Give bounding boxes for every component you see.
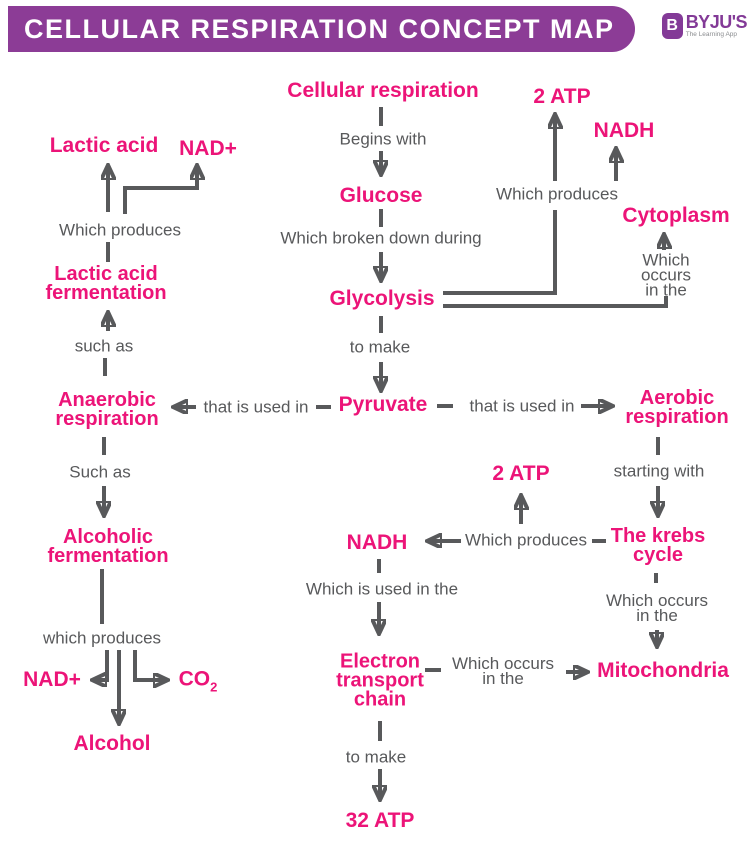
node-glucose: Glucose bbox=[339, 184, 423, 207]
node-2atp-top: 2 ATP bbox=[533, 85, 591, 108]
edge-glycolysis-produces-elbow bbox=[443, 210, 557, 295]
node-cellular-respiration: Cellular respiration bbox=[287, 79, 479, 102]
label-which-occurs-cytoplasm: Which occurs in the bbox=[640, 250, 692, 300]
byjus-logo: B BYJU'S The Learning App bbox=[661, 12, 748, 39]
label-which-occurs-krebs: Which occurs in the bbox=[605, 591, 709, 625]
edge-produces-co2-arrow bbox=[133, 650, 165, 680]
node-cytoplasm: Cytoplasm bbox=[622, 204, 730, 227]
node-lactic-acid-fermentation: Lactic acid fermentation bbox=[45, 263, 167, 304]
co2-base: CO bbox=[178, 667, 211, 691]
node-glycolysis: Glycolysis bbox=[329, 287, 435, 310]
node-krebs-cycle: The krebs cycle bbox=[610, 525, 706, 566]
node-32atp: 32 ATP bbox=[345, 809, 415, 832]
label-which-produces-krebs: Which produces bbox=[465, 530, 587, 550]
node-anaerobic-respiration: Anaerobic respiration bbox=[55, 389, 159, 430]
byjus-logo-name: BYJU'S bbox=[685, 12, 748, 32]
label-which-produces-top-right: Which produces bbox=[496, 184, 618, 204]
node-alcohol: Alcohol bbox=[73, 732, 151, 755]
node-nad-plus-bottom: NAD+ bbox=[23, 668, 81, 691]
node-lactic-acid: Lactic acid bbox=[49, 134, 159, 157]
node-nad-plus-top: NAD+ bbox=[179, 137, 237, 160]
node-alcoholic-fermentation: Alcoholic fermentation bbox=[47, 526, 169, 567]
node-co2: CO2 bbox=[179, 668, 218, 695]
node-2atp-mid: 2 ATP bbox=[492, 462, 550, 485]
node-nadh-top: NADH bbox=[593, 119, 655, 142]
label-which-is-used-in-the: Which is used in the bbox=[305, 579, 459, 599]
edge-glycolysis-cytoplasm-elbow bbox=[443, 296, 668, 308]
node-nadh-mid: NADH bbox=[346, 531, 408, 554]
header-banner: CELLULAR RESPIRATION CONCEPT MAP bbox=[8, 6, 635, 52]
page-title: CELLULAR RESPIRATION CONCEPT MAP bbox=[24, 13, 615, 44]
label-which-occurs-etc: Which occurs in the bbox=[451, 654, 555, 688]
byjus-logo-tagline: The Learning App bbox=[685, 31, 738, 38]
byjus-logo-letter: B bbox=[666, 17, 678, 34]
label-begins-with: Begins with bbox=[339, 129, 427, 149]
label-that-is-used-in-right: that is used in bbox=[469, 396, 575, 416]
edge-produces-nadplus-bottom-arrow bbox=[95, 650, 109, 680]
label-such-as-to-alcoholic: Such as bbox=[69, 462, 131, 482]
label-starting-with: starting with bbox=[613, 461, 705, 481]
label-which-produces-top-left: Which produces bbox=[59, 220, 181, 240]
label-to-make-bottom: to make bbox=[345, 747, 407, 767]
byjus-logo-text: BYJU'S The Learning App bbox=[685, 12, 748, 39]
node-aerobic-respiration: Aerobic respiration bbox=[625, 387, 729, 428]
byjus-logo-icon: B bbox=[661, 13, 683, 39]
label-such-as-to-lactic: such as bbox=[74, 336, 134, 356]
co2-subscript: 2 bbox=[210, 679, 218, 695]
label-which-produces-bottom-left: which produces bbox=[42, 628, 162, 648]
label-that-is-used-in-left: that is used in bbox=[203, 397, 309, 417]
node-pyruvate: Pyruvate bbox=[338, 393, 428, 416]
node-mitochondria: Mitochondria bbox=[597, 659, 729, 682]
label-to-make-top: to make bbox=[349, 337, 411, 357]
node-electron-transport-chain: Electron transport chain bbox=[336, 650, 424, 711]
label-which-broken-down: Which broken down during bbox=[280, 228, 482, 248]
edge-produces-nadplus-elbow-arrow bbox=[123, 168, 197, 214]
